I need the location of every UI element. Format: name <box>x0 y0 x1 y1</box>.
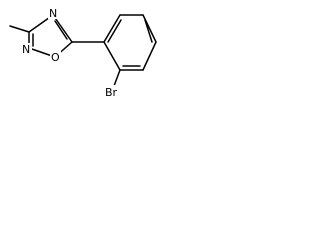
o-label-bg <box>50 51 61 63</box>
phenyl-bond-6 <box>103 41 121 71</box>
n-top-label-bg <box>48 7 58 19</box>
phenyl-bond-3 <box>142 14 157 43</box>
phenyl-double-2 <box>144 19 153 43</box>
bond-n4-c5-inner <box>54 20 68 40</box>
phenyl-bond-4 <box>142 41 157 71</box>
molecule-structure: N N O Br <box>9 7 157 99</box>
phenyl-bond-1 <box>103 14 121 43</box>
phenyl-double-1 <box>107 19 122 43</box>
atom-br: Br <box>105 86 118 99</box>
n-left-label-bg <box>22 43 32 55</box>
atom-n-left: N <box>22 43 30 56</box>
bond-n4-c5 <box>52 14 73 43</box>
atom-n-top: N <box>49 7 57 20</box>
atom-o-ring: O <box>51 51 60 64</box>
bond-c-br <box>113 69 121 87</box>
methyl-bond <box>9 25 30 33</box>
br-label-bg <box>104 85 123 98</box>
